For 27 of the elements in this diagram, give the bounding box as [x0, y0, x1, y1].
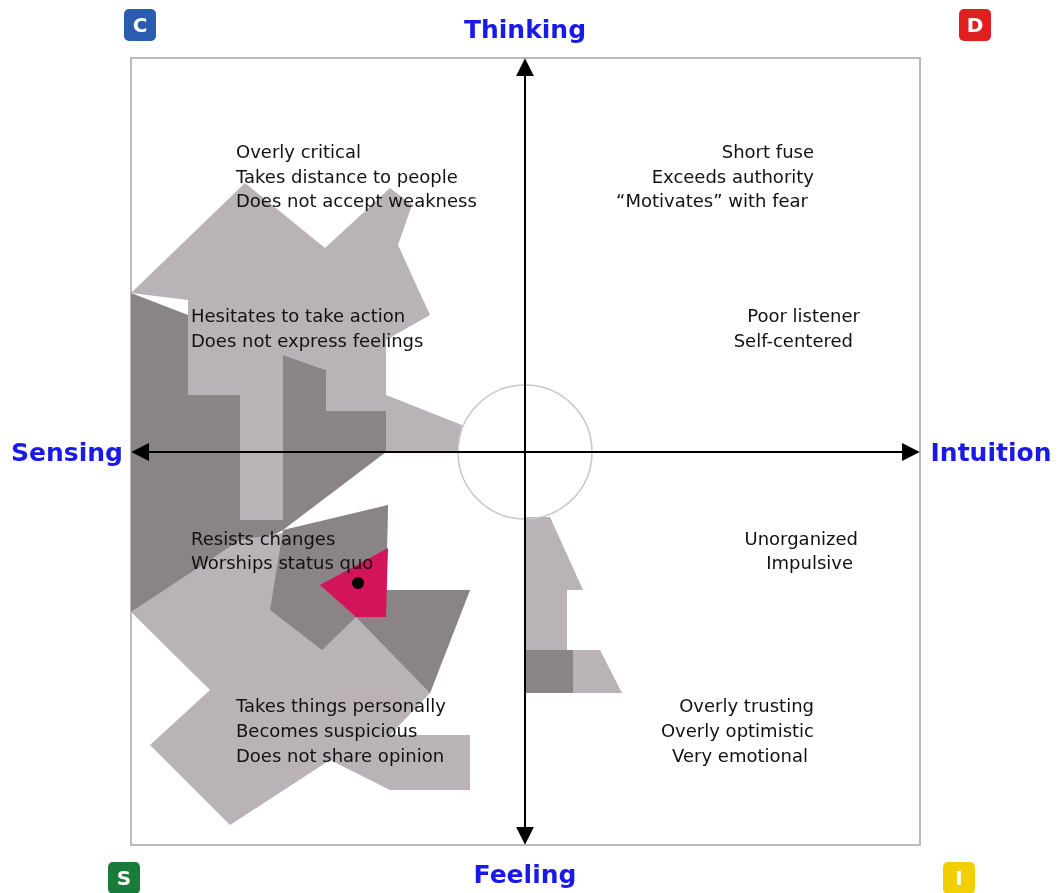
trait-text: Very emotional — [672, 745, 808, 767]
axis-label: Intuition — [930, 438, 1052, 468]
trait-text: Overly critical — [236, 141, 361, 163]
trait-text: Impulsive — [766, 552, 853, 574]
quadrant-letter-badge: S — [108, 862, 140, 893]
quadrant-letter-badge: I — [943, 862, 975, 893]
axis-label: Thinking — [463, 15, 587, 45]
trait-text: Overly trusting — [679, 695, 814, 717]
trait-text: Becomes suspicious — [236, 720, 418, 742]
trait-text: Does not share opinion — [236, 745, 445, 767]
quadrant-letter-badge: C — [124, 9, 156, 41]
trait-text: Unorganized — [744, 528, 858, 550]
trait-text: Exceeds authority — [651, 166, 814, 188]
trait-text: “Motivates” with fear — [616, 190, 808, 212]
trait-text: Does not express feelings — [191, 330, 424, 352]
trait-text: Takes distance to people — [236, 166, 458, 188]
axis-label: Feeling — [473, 860, 577, 890]
axis-label: Sensing — [11, 438, 123, 468]
trait-text: Takes things personally — [236, 695, 446, 717]
quadrant-letter-badge: D — [959, 9, 991, 41]
trait-text: Resists changes — [191, 528, 336, 550]
trait-text: Self-centered — [733, 330, 853, 352]
trait-text: Hesitates to take action — [191, 305, 406, 327]
trait-text: Overly optimistic — [660, 720, 814, 742]
trait-text: Poor listener — [747, 305, 860, 327]
trait-text: Short fuse — [721, 141, 814, 163]
trait-text: Does not accept weakness — [236, 190, 477, 212]
